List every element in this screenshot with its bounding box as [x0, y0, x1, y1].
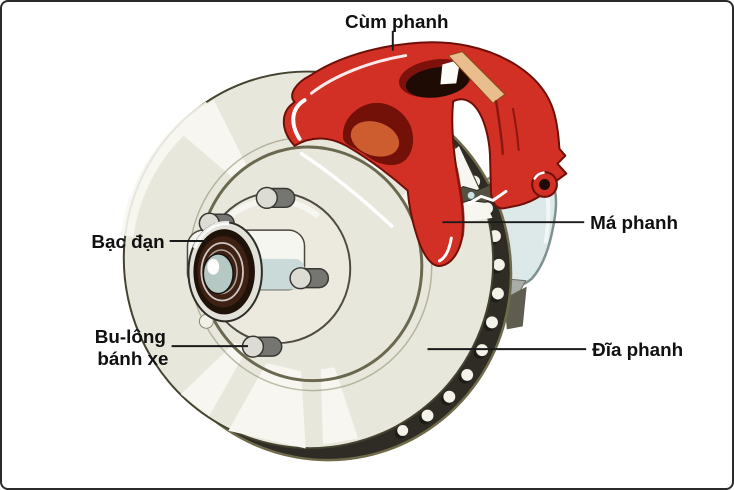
bearing-ring-gloss-1 — [200, 242, 244, 302]
wheel-stud-bottom — [241, 335, 283, 358]
brake-caliper-illustration — [282, 41, 568, 267]
caliper-highlight-fin — [437, 236, 453, 263]
wheel-bearing — [187, 221, 263, 323]
leader-lines — [169, 30, 587, 351]
caliper-ridge-2 — [511, 107, 520, 151]
wheel-stud-top — [255, 186, 296, 210]
caliper-top-white-patch — [440, 59, 461, 85]
bearing-cap — [202, 253, 234, 295]
caliper-ridge-1 — [494, 99, 505, 155]
wheel-hub — [186, 186, 352, 358]
bearing-label: Bạc đạn — [91, 231, 164, 252]
wheel-bolt-label: Bu-lông bánh xe — [95, 326, 171, 369]
brake-pad-label: Má phanh — [590, 212, 678, 233]
clip-pin — [466, 190, 476, 200]
caliper-highlight-zigzag — [467, 189, 508, 205]
caliper-tan-stripe — [447, 51, 506, 104]
wheel-stud-right — [289, 267, 330, 290]
caliper-window-orange — [350, 121, 400, 157]
caliper-label: Cùm phanh — [345, 11, 449, 32]
caliper-highlight-top — [309, 54, 408, 95]
brake-disc-label: Đĩa phanh — [592, 339, 683, 360]
labels: Cùm phanh Bạc đạn Bu-lông bánh xe Má pha… — [91, 11, 683, 369]
caliper-boss — [531, 171, 558, 198]
caliper-fin-shade — [454, 167, 465, 238]
caliper-highlight-bottom — [299, 152, 394, 228]
bearing-cap-highlight — [207, 258, 220, 275]
caliper-highlight-left — [291, 98, 307, 141]
bearing-lip-highlight — [192, 221, 230, 249]
